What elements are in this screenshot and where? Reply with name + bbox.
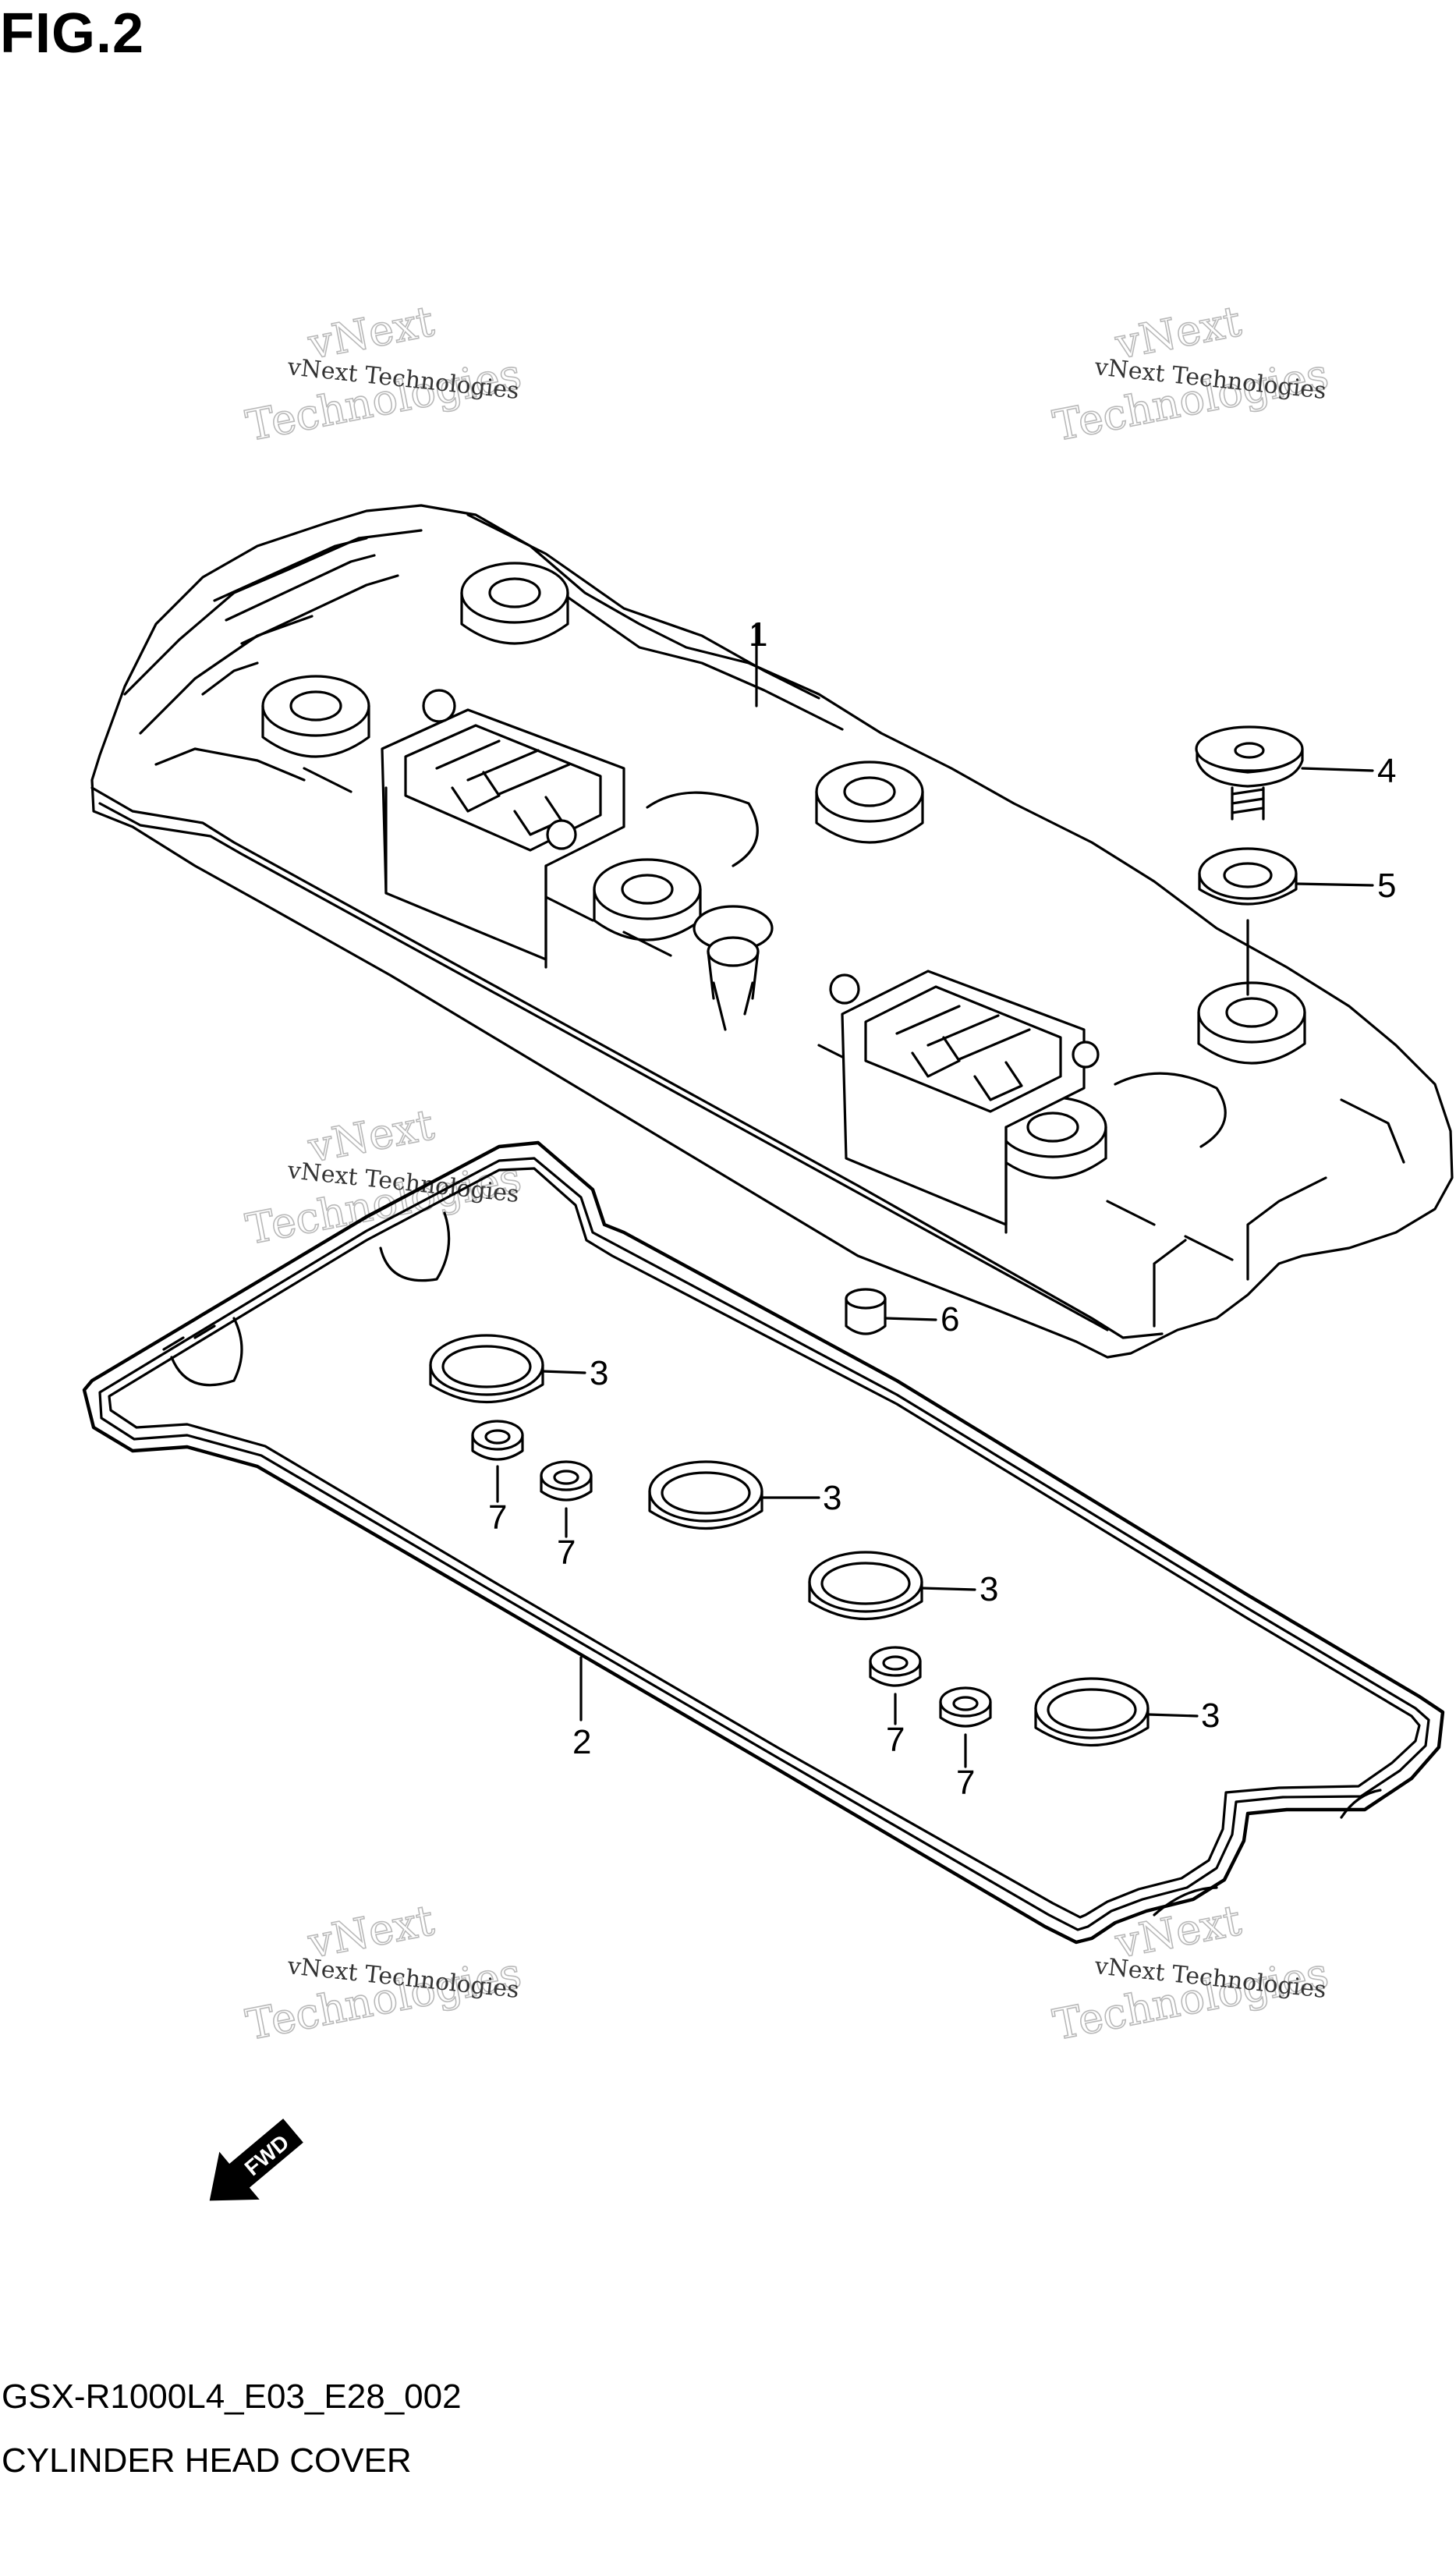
plug-seal-2 bbox=[648, 1460, 763, 1530]
callout-4: 4 bbox=[1377, 752, 1396, 790]
watermark-bottom-right: vNext Technologies vNext Technologies bbox=[1049, 1895, 1333, 2050]
cover-boss-5 bbox=[1197, 981, 1306, 1065]
breather-box-left bbox=[381, 689, 625, 969]
plug-seal-1 bbox=[429, 1334, 544, 1403]
breather-nozzle bbox=[693, 905, 774, 1031]
model-code: GSX-R1000L4_E03_E28_002 bbox=[2, 2377, 462, 2416]
callout-3: 3 bbox=[590, 1354, 608, 1392]
callout-1: 1 bbox=[749, 615, 767, 654]
callout-5: 5 bbox=[1377, 867, 1396, 905]
cover-boss-3 bbox=[815, 761, 924, 844]
cover-gasket bbox=[82, 1140, 1445, 1945]
small-seal-2 bbox=[540, 1460, 593, 1502]
callout-7: 7 bbox=[886, 1721, 905, 1759]
small-seal-1 bbox=[471, 1420, 524, 1461]
watermark-top-right: vNext Technologies vNext Technologies bbox=[1049, 296, 1333, 451]
fwd-arrow-icon: FWD bbox=[209, 2119, 303, 2201]
figure-title: FIG.2 bbox=[0, 2, 145, 65]
callout-7: 7 bbox=[488, 1498, 507, 1537]
cover-bolt bbox=[1195, 725, 1304, 821]
callout-6: 6 bbox=[941, 1300, 959, 1339]
breather-box-right bbox=[829, 970, 1100, 1234]
callout-2: 2 bbox=[572, 1723, 591, 1761]
plug-seal-3 bbox=[808, 1551, 923, 1620]
section-name: CYLINDER HEAD COVER bbox=[2, 2441, 412, 2480]
cover-boss-1 bbox=[460, 562, 569, 645]
callout-3: 3 bbox=[980, 1570, 998, 1608]
leader-lines bbox=[496, 622, 1374, 1768]
callout-7: 7 bbox=[956, 1764, 975, 1802]
small-seal-3 bbox=[869, 1646, 922, 1687]
dowel-pin bbox=[845, 1288, 887, 1335]
watermark-top-left: vNext Technologies vNext Technologies bbox=[242, 296, 526, 451]
small-seal-4 bbox=[939, 1686, 992, 1728]
cover-boss-2 bbox=[261, 675, 370, 758]
watermark-bottom-left: vNext Technologies vNext Technologies bbox=[242, 1895, 526, 2050]
plug-seal-4 bbox=[1034, 1677, 1150, 1746]
bolt-washer bbox=[1198, 847, 1298, 906]
callout-3: 3 bbox=[823, 1479, 841, 1517]
callout-3: 3 bbox=[1201, 1697, 1220, 1735]
callout-7: 7 bbox=[557, 1534, 576, 1572]
cylinder-head-cover bbox=[90, 504, 1454, 1359]
